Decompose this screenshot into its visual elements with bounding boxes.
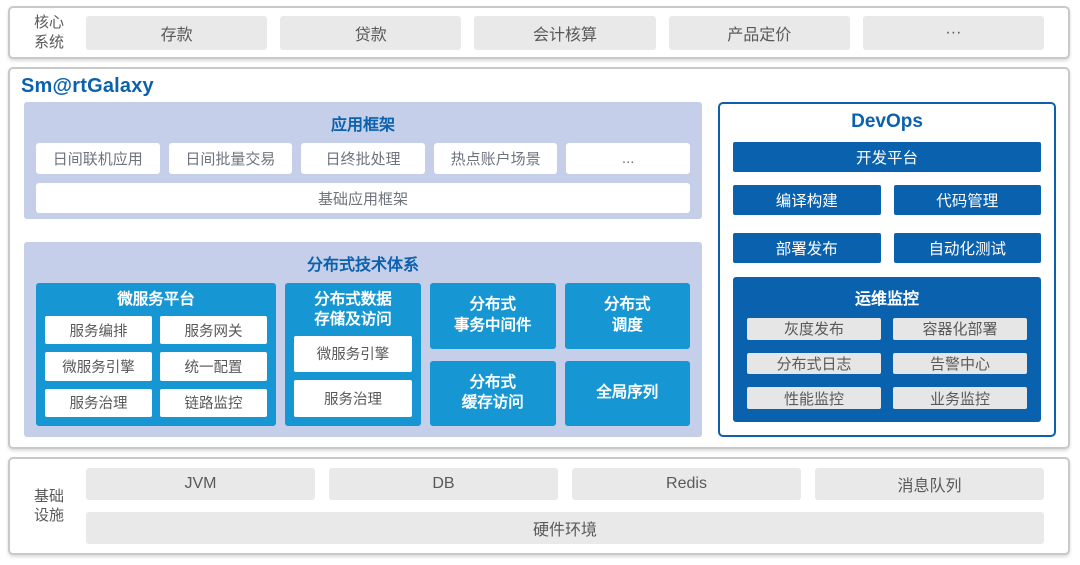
core-item-deposit: 存款 — [86, 15, 268, 50]
ops-item-biz-monitor: 业务监控 — [893, 387, 1027, 409]
core-systems-label-line2: 系统 — [33, 33, 64, 51]
ops-item-container-deploy: 容器化部署 — [893, 318, 1027, 340]
global-sequence-line1: 全局序列 — [596, 384, 659, 402]
app-framework-panel: 应用框架 日间联机应用 日间批量交易 日终批处理 热点账户场景 ... 基础应用… — [24, 102, 702, 219]
core-systems-bar: 核心 系统 存款 贷款 会计核算 产品定价 ··· — [8, 6, 1070, 59]
devops-title: DevOps — [851, 111, 923, 132]
dist-cache-line1: 分布式 — [469, 373, 516, 391]
app-item-ellipsis: ... — [566, 143, 690, 174]
ds-item-engine: 微服务引擎 — [294, 335, 412, 373]
infra-item-jvm: JVM — [86, 468, 315, 500]
microservice-platform-title: 微服务平台 — [117, 291, 195, 308]
data-storage-title-line1: 分布式数据 — [314, 291, 392, 308]
dist-transaction-line2: 事务中间件 — [453, 316, 532, 334]
core-item-accounting: 会计核算 — [474, 15, 656, 50]
ms-item-tracing: 链路监控 — [160, 388, 267, 417]
distributed-title: 分布式技术体系 — [306, 257, 419, 274]
dist-cache-line2: 缓存访问 — [461, 394, 524, 412]
data-storage-block: 分布式数据 存储及访问 微服务引擎 服务治理 — [285, 283, 421, 426]
devops-tool-autotest: 自动化测试 — [893, 233, 1041, 263]
devops-tool-code: 代码管理 — [893, 185, 1041, 215]
core-item-loan: 贷款 — [280, 15, 462, 50]
distributed-column-4: 分布式 调度 全局序列 — [564, 283, 690, 426]
distributed-grid: 微服务平台 服务编排 服务网关 微服务引擎 统一配置 服务治理 链路监控 — [36, 283, 690, 426]
platform-panel: Sm@rtGalaxy 应用框架 日间联机应用 日间批量交易 日终批处理 热点账… — [8, 67, 1070, 449]
distributed-column-3: 分布式 事务中间件 分布式 缓存访问 — [430, 283, 556, 426]
infrastructure-row: JVM DB Redis 消息队列 — [86, 468, 1044, 500]
data-storage-items: 微服务引擎 服务治理 — [294, 335, 412, 417]
infra-item-redis: Redis — [572, 468, 801, 500]
ops-monitor-block: 运维监控 灰度发布 容器化部署 分布式日志 告警中心 性能监控 业务监控 — [733, 277, 1041, 422]
infrastructure-content: JVM DB Redis 消息队列 硬件环境 — [86, 468, 1044, 544]
devops-tool-deploy: 部署发布 — [733, 233, 881, 263]
infrastructure-label-line1: 基础 — [33, 487, 64, 505]
hardware-env-box: 硬件环境 — [86, 512, 1044, 544]
devops-tool-build: 编译构建 — [733, 185, 881, 215]
dist-schedule-line2: 调度 — [611, 316, 643, 334]
infra-item-mq: 消息队列 — [815, 468, 1044, 500]
ops-item-alert-center: 告警中心 — [893, 352, 1027, 375]
app-item-eod-batch: 日终批处理 — [301, 143, 425, 174]
app-item-hot-account: 热点账户场景 — [433, 143, 558, 174]
devops-tools-row2: 部署发布 自动化测试 — [733, 233, 1041, 263]
infrastructure-label: 基础 设施 — [26, 487, 72, 526]
dist-schedule-line1: 分布式 — [603, 296, 651, 314]
core-systems-label-line1: 核心 — [33, 14, 64, 31]
dev-platform-box: 开发平台 — [733, 142, 1041, 172]
microservice-platform-block: 微服务平台 服务编排 服务网关 微服务引擎 统一配置 服务治理 链路监控 — [36, 283, 276, 426]
ops-item-dist-log: 分布式日志 — [747, 352, 881, 375]
app-item-batch-trade: 日间批量交易 — [168, 143, 293, 174]
dist-cache-block: 分布式 缓存访问 — [430, 360, 556, 426]
devops-panel: DevOps 开发平台 编译构建 代码管理 部署发布 自动化测试 运维监控 灰度… — [718, 102, 1056, 437]
global-sequence-block: 全局序列 — [564, 360, 690, 426]
data-storage-title: 分布式数据 存储及访问 — [294, 286, 412, 336]
ops-monitor-grid: 灰度发布 容器化部署 分布式日志 告警中心 性能监控 业务监控 — [747, 318, 1027, 409]
ops-monitor-title: 运维监控 — [854, 291, 919, 308]
infrastructure-bar: 基础 设施 JVM DB Redis 消息队列 硬件环境 — [8, 457, 1070, 555]
ms-item-config: 统一配置 — [160, 352, 267, 381]
platform-content: 应用框架 日间联机应用 日间批量交易 日终批处理 热点账户场景 ... 基础应用… — [24, 102, 1056, 437]
ops-item-gray-release: 灰度发布 — [747, 318, 881, 340]
app-item-online: 日间联机应用 — [36, 143, 160, 174]
core-item-pricing: 产品定价 — [668, 15, 850, 50]
core-systems-label: 核心 系统 — [26, 13, 72, 52]
platform-title: Sm@rtGalaxy — [21, 75, 154, 97]
devops-tools-row1: 编译构建 代码管理 — [733, 185, 1041, 215]
dist-transaction-block: 分布式 事务中间件 — [430, 283, 556, 349]
dist-schedule-block: 分布式 调度 — [564, 283, 690, 349]
ms-item-engine: 微服务引擎 — [45, 352, 152, 381]
data-storage-title-line2: 存储及访问 — [314, 310, 392, 328]
ds-item-governance: 服务治理 — [294, 380, 412, 417]
ms-item-governance: 服务治理 — [45, 388, 152, 417]
infrastructure-label-line2: 设施 — [33, 507, 64, 524]
distributed-panel: 分布式技术体系 微服务平台 服务编排 服务网关 微服务引擎 统一配置 服务治理 … — [24, 242, 702, 437]
ms-item-gateway: 服务网关 — [160, 315, 267, 345]
core-item-ellipsis: ··· — [862, 15, 1045, 50]
base-app-framework-box: 基础应用框架 — [36, 183, 690, 213]
app-framework-title: 应用框架 — [330, 117, 395, 134]
ops-item-perf-monitor: 性能监控 — [747, 387, 881, 409]
platform-left-column: 应用框架 日间联机应用 日间批量交易 日终批处理 热点账户场景 ... 基础应用… — [24, 102, 702, 437]
dist-transaction-line1: 分布式 — [469, 296, 516, 314]
microservice-grid: 服务编排 服务网关 微服务引擎 统一配置 服务治理 链路监控 — [45, 315, 267, 417]
infra-item-db: DB — [329, 468, 558, 500]
ms-item-orchestration: 服务编排 — [45, 315, 152, 345]
app-framework-row: 日间联机应用 日间批量交易 日终批处理 热点账户场景 ... — [36, 143, 690, 174]
